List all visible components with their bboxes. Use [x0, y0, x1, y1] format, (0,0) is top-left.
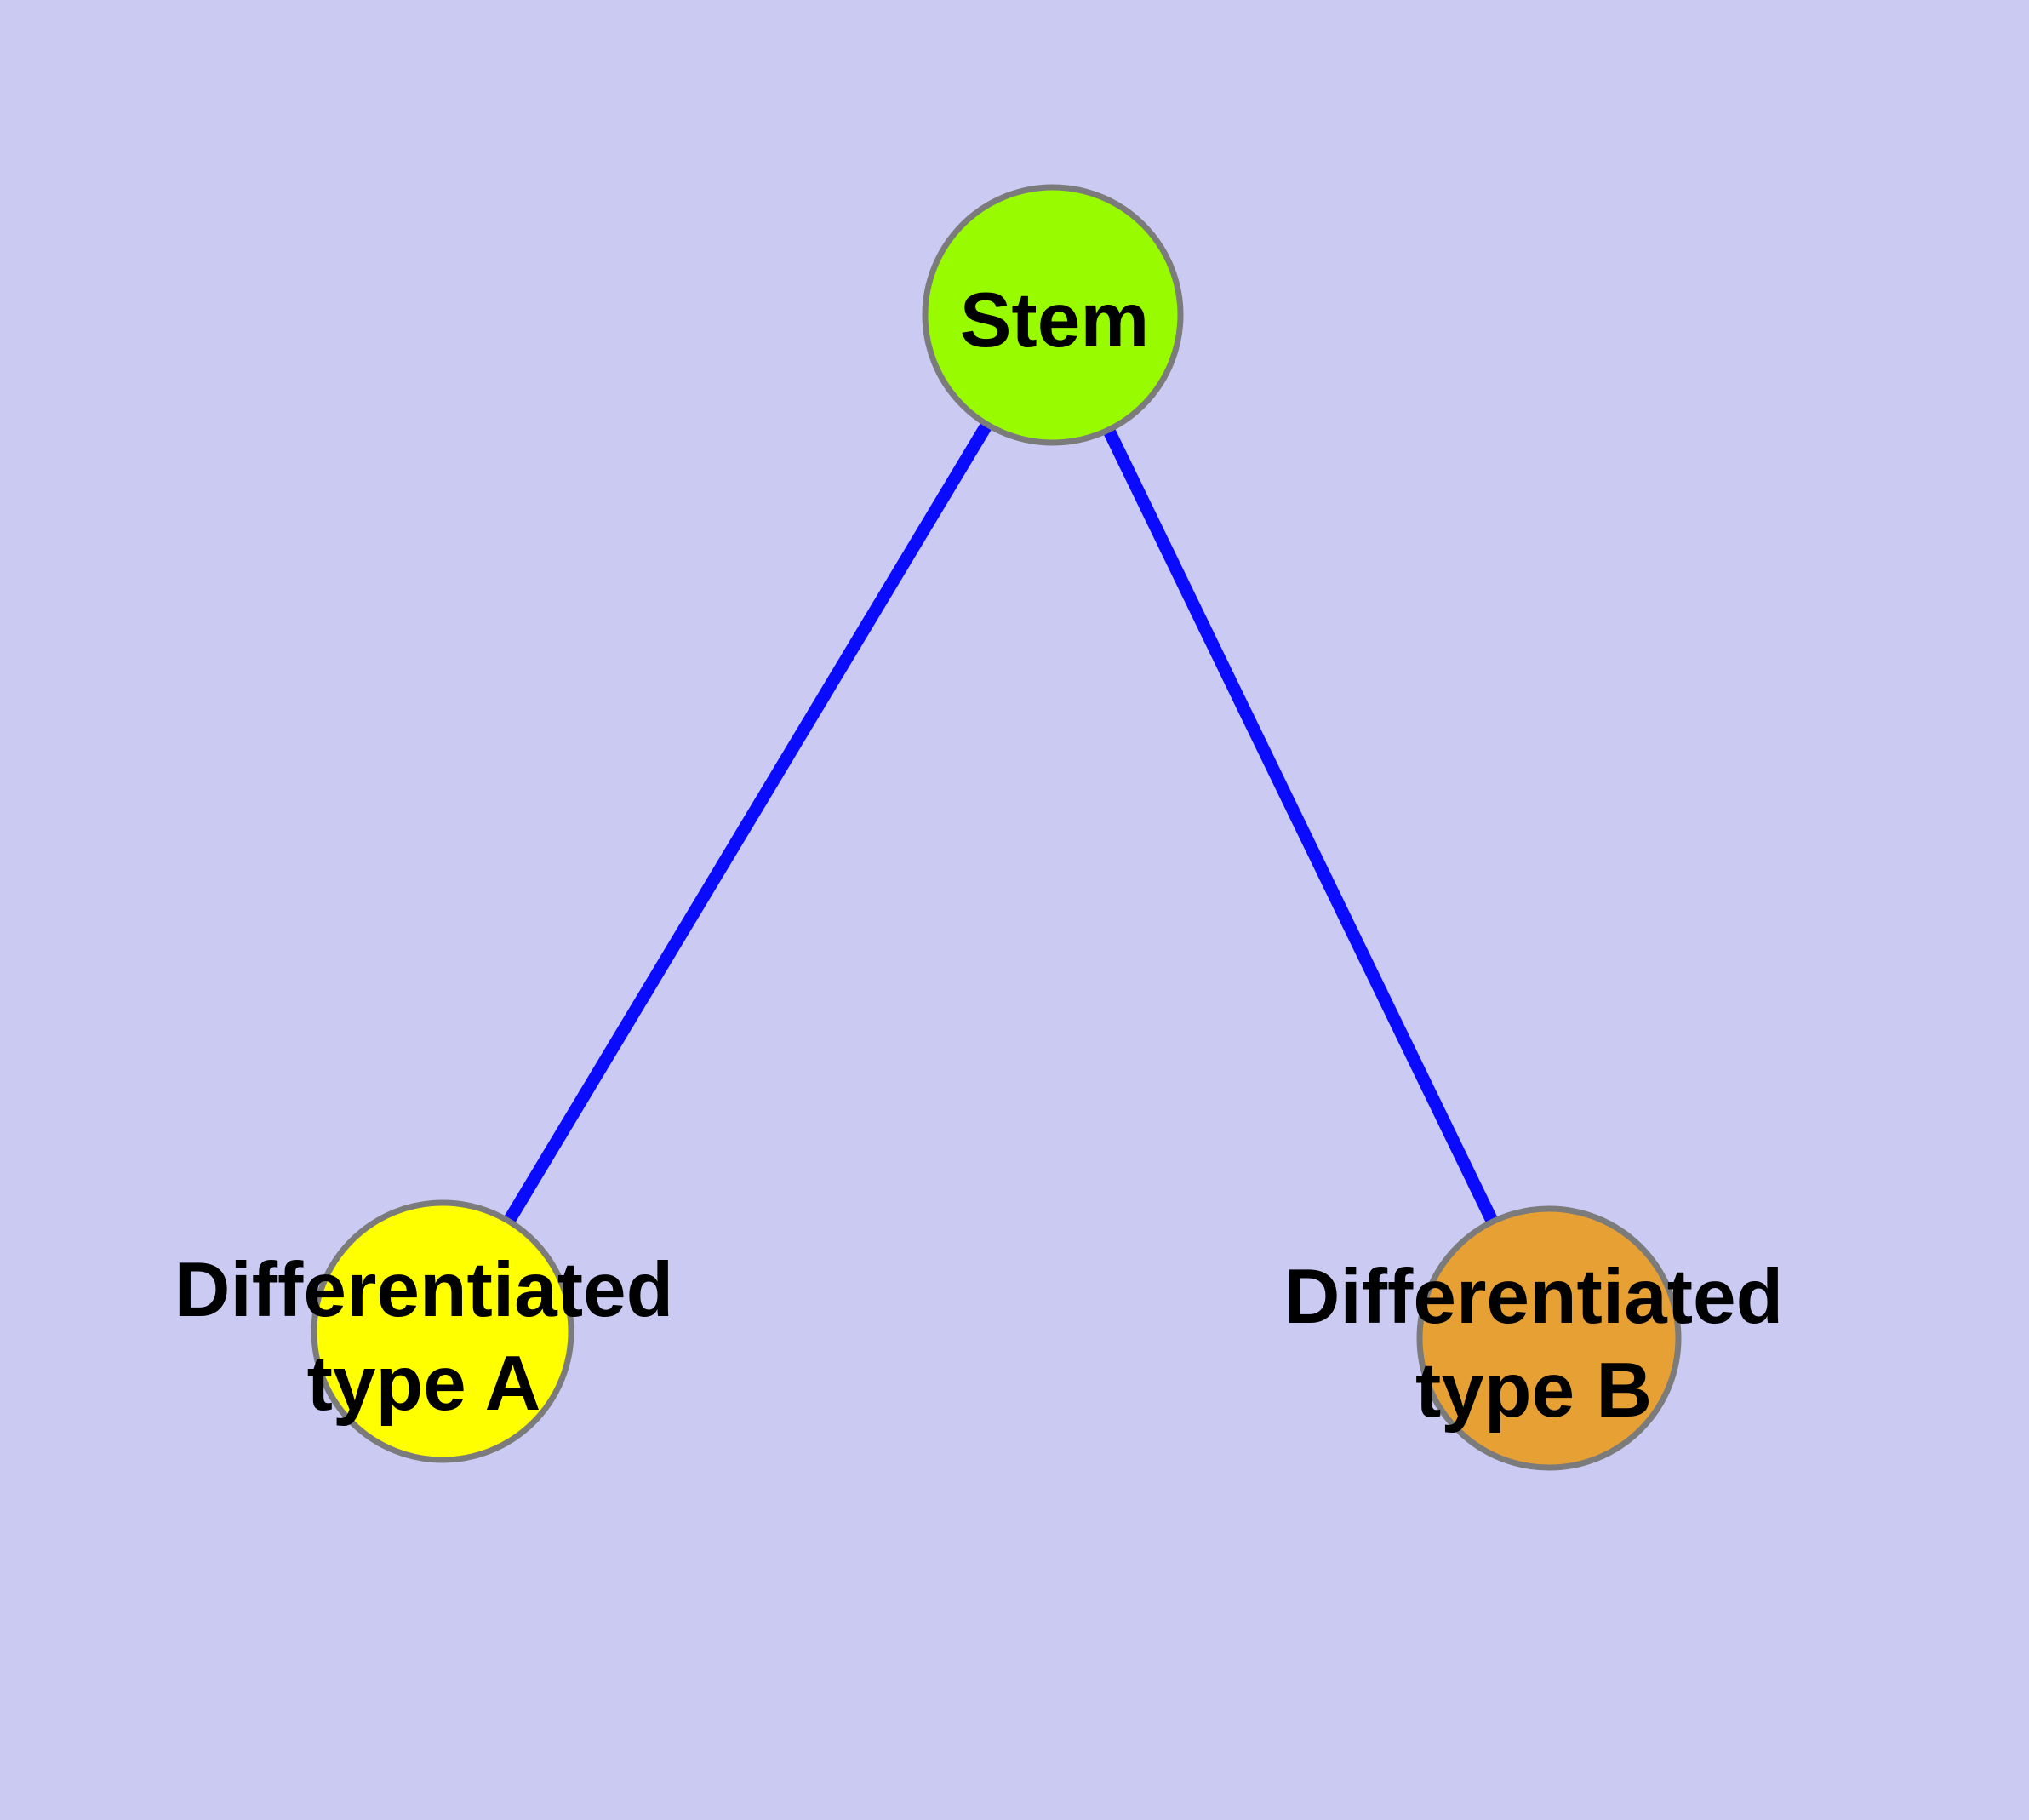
- differentiated-type-b-node-label: Differentiated type B: [1283, 1254, 1784, 1434]
- stem-node: [922, 184, 1184, 446]
- differentiated-type-b-node: [1416, 1205, 1682, 1471]
- differentiated-type-a-node-label: Differentiated type A: [174, 1247, 674, 1427]
- differentiated-type-a-node: [311, 1199, 574, 1463]
- stem-node-label: Stem: [959, 278, 1150, 363]
- edge-stem-to-differentiated-type-a: [437, 312, 1059, 1335]
- edge-stem-to-differentiated-type-b: [1047, 312, 1555, 1342]
